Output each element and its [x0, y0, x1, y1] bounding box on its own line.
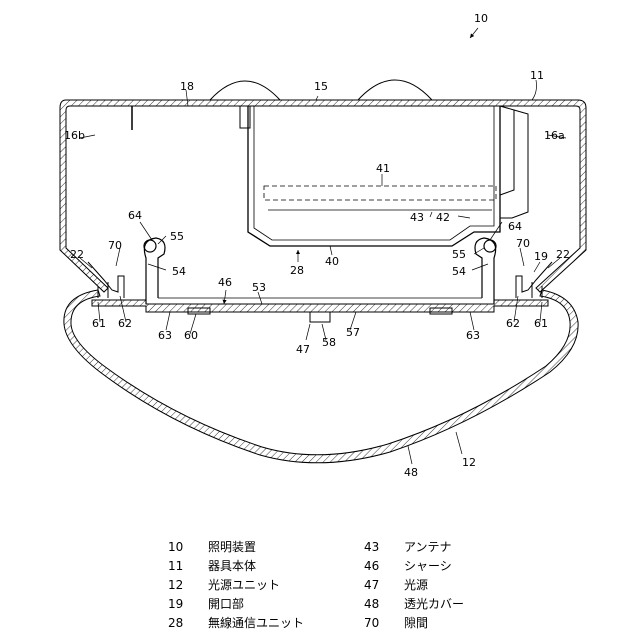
label-54-left: 54: [172, 265, 186, 278]
legend-item: 70隙間: [364, 614, 464, 633]
label-42: 42: [436, 211, 450, 224]
label-48: 48: [404, 466, 418, 479]
legend-text: 透光カバー: [404, 595, 464, 614]
main-body-shell: [60, 100, 586, 292]
label-63-left: 63: [158, 329, 172, 342]
legend-text: シャーシ: [404, 557, 452, 576]
dome-right: [358, 80, 432, 100]
label-62-left: 62: [118, 317, 132, 330]
wireless-unit-box: [248, 106, 500, 246]
legend-text: 光源: [404, 576, 428, 595]
chassis-plate: [92, 300, 548, 312]
dome-left: [210, 81, 280, 100]
label-61-left: 61: [92, 317, 106, 330]
label-64-left: 64: [128, 209, 142, 222]
wireless-unit-inner: [254, 106, 494, 240]
label-64-right: 64: [508, 220, 522, 233]
label-55-right: 55: [452, 248, 466, 261]
legend-right-column: 43アンテナ46シャーシ47光源48透光カバー70隙間: [364, 538, 464, 633]
label-11: 11: [530, 69, 544, 82]
legend-number: 47: [364, 576, 404, 595]
label-61-right: 61: [534, 317, 548, 330]
label-16a: 16a: [544, 129, 565, 142]
label-62-right: 62: [506, 317, 520, 330]
label-58: 58: [322, 336, 336, 349]
legend-text: 開口部: [208, 595, 244, 614]
label-16b: 16b: [64, 129, 85, 142]
label-22-right: 22: [556, 248, 570, 261]
label-12: 12: [462, 456, 476, 469]
legend-item: 43アンテナ: [364, 538, 464, 557]
right-round-tab: [484, 240, 496, 252]
antenna: [264, 186, 496, 200]
legend-item: 28無線通信ユニット: [168, 614, 304, 633]
label-47: 47: [296, 343, 310, 356]
legend-item: 47光源: [364, 576, 464, 595]
legend-item: 46シャーシ: [364, 557, 464, 576]
legend-item: 12光源ユニット: [168, 576, 304, 595]
legend-number: 48: [364, 595, 404, 614]
label-15: 15: [314, 80, 328, 93]
wireless-unit-right-wall: [500, 106, 528, 218]
legend-left-column: 10照明装置11器具本体12光源ユニット19開口部28無線通信ユニット: [168, 538, 304, 633]
legend-item: 48透光カバー: [364, 595, 464, 614]
legend-number: 12: [168, 576, 208, 595]
legend-text: 無線通信ユニット: [208, 614, 304, 633]
label-40: 40: [325, 255, 339, 268]
legend-number: 19: [168, 595, 208, 614]
label-70-right: 70: [516, 237, 530, 250]
legend-text: 隙間: [404, 614, 428, 633]
legend-number: 70: [364, 614, 404, 633]
legend-number: 28: [168, 614, 208, 633]
legend-item: 10照明装置: [168, 538, 304, 557]
left-hook: [144, 238, 165, 304]
legend-text: 器具本体: [208, 557, 256, 576]
label-19: 19: [534, 250, 548, 263]
label-41: 41: [376, 162, 390, 175]
left-round-tab: [144, 240, 156, 252]
legend-number: 43: [364, 538, 404, 557]
label-10: 10: [474, 12, 488, 25]
legend-number: 10: [168, 538, 208, 557]
label-57: 57: [346, 326, 360, 339]
legend-text: アンテナ: [404, 538, 452, 557]
right-hook: [475, 238, 496, 304]
legend-number: 46: [364, 557, 404, 576]
legend-item: 19開口部: [168, 595, 304, 614]
legend-number: 11: [168, 557, 208, 576]
legend-item: 11器具本体: [168, 557, 304, 576]
label-18: 18: [180, 80, 194, 93]
label-22-left: 22: [70, 248, 84, 261]
label-28: 28: [290, 264, 304, 277]
translucent-cover: [64, 290, 578, 463]
label-63-right: 63: [466, 329, 480, 342]
label-54-right: 54: [452, 265, 466, 278]
light-source-center: [310, 312, 330, 322]
label-43: 43: [410, 211, 424, 224]
legend-text: 光源ユニット: [208, 576, 280, 595]
label-53: 53: [252, 281, 266, 294]
label-70-left: 70: [108, 239, 122, 252]
label-46: 46: [218, 276, 232, 289]
label-55-left: 55: [170, 230, 184, 243]
label-60: 60: [184, 329, 198, 342]
legend-text: 照明装置: [208, 538, 256, 557]
